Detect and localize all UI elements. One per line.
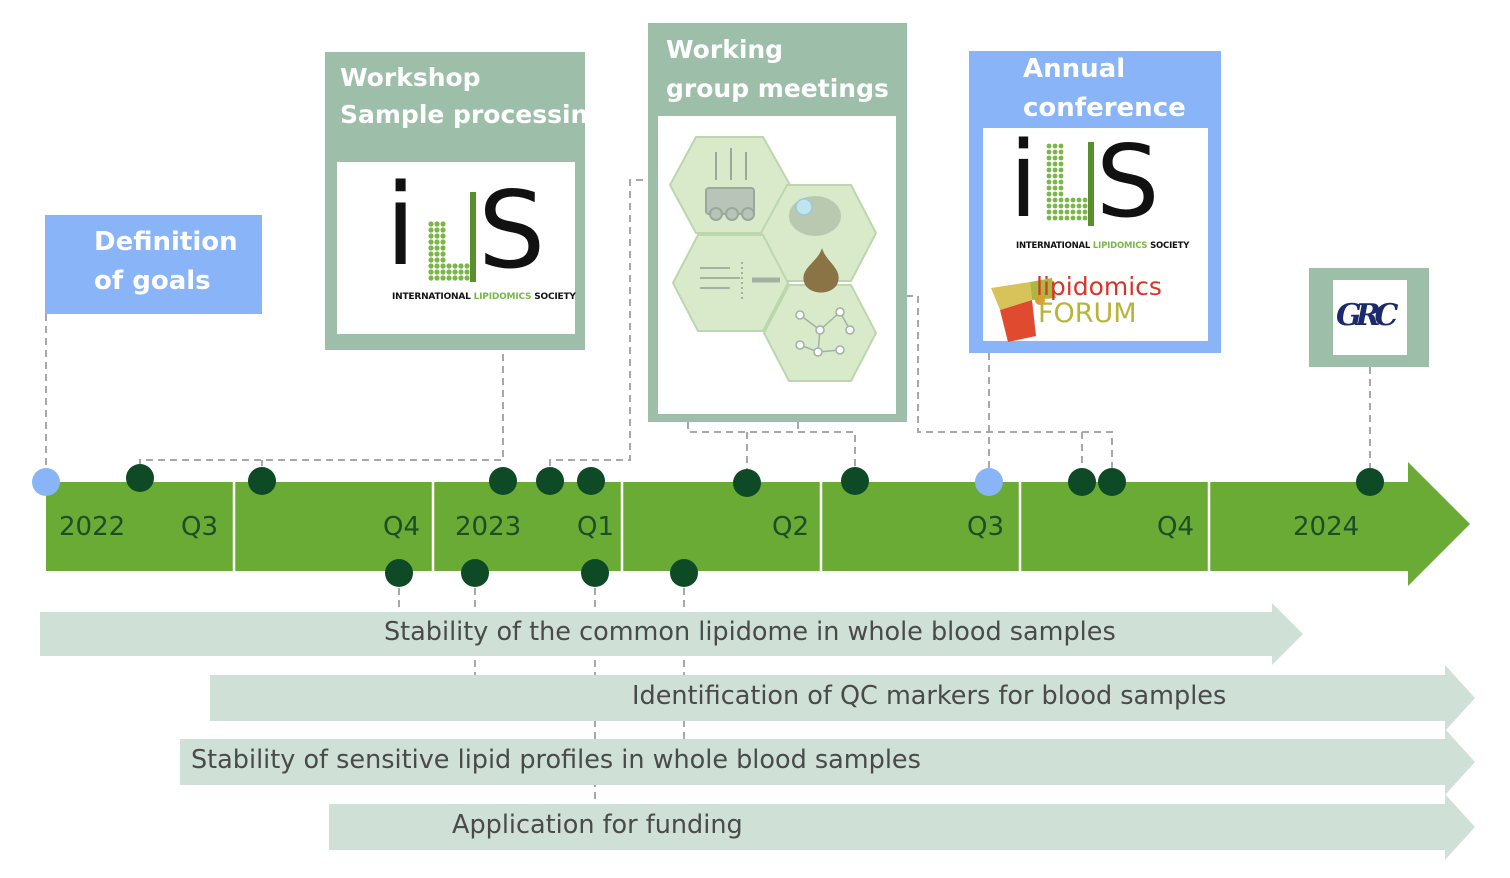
- milestone: [841, 467, 869, 495]
- conference-title: Annual conference: [1023, 50, 1186, 128]
- timeline-label-q1: Q1: [577, 512, 615, 542]
- ils-bar-conference: [1088, 142, 1094, 226]
- ils-logo-subtitle: INTERNATIONAL LIPIDOMICS SOCIETY: [392, 292, 576, 302]
- timeline-label-2024: 2024: [1293, 512, 1360, 542]
- sample-prep-icon: [705, 148, 755, 221]
- grc-logo-panel: [1333, 280, 1407, 355]
- ils-bar-workshop: [470, 192, 476, 282]
- milestone-workshop: [489, 467, 517, 495]
- ils-sub-pre: INTERNATIONAL: [392, 292, 474, 302]
- timeline-label-q2: Q2: [772, 512, 810, 542]
- task-bar-1: [40, 603, 1303, 665]
- connector-working-group-left: [549, 179, 648, 478]
- task-bar-4: [329, 794, 1475, 860]
- conference-title-line1: Annual: [1023, 54, 1126, 84]
- blood-drop-icon: [789, 196, 841, 293]
- timeline-label-2022: 2022: [59, 512, 126, 542]
- hexagon-mass-spec: [671, 234, 790, 332]
- milestone-goals: [32, 468, 60, 496]
- milestone: [577, 467, 605, 495]
- milestone: [126, 464, 154, 492]
- workshop-title-line2: Sample processing: [340, 100, 607, 129]
- connector-working-group-right: [906, 295, 1113, 478]
- puzzle-icon: [991, 278, 1056, 342]
- milestone-conference: [975, 468, 1003, 496]
- ils-logo-letter-i: i: [385, 161, 417, 291]
- ils-sub-post-conference: SOCIETY: [1147, 241, 1190, 251]
- milestone: [1098, 468, 1126, 496]
- task-label-3: Stability of sensitive lipid profiles in…: [191, 745, 921, 775]
- hexagon-details: [700, 148, 855, 357]
- timeline-label-q3: Q3: [181, 512, 219, 542]
- mass-spec-icon: [700, 262, 780, 300]
- forum-logo-line1: lipidomics: [1036, 272, 1162, 301]
- timeline-label-q4b: Q4: [1157, 512, 1195, 542]
- task-label-1: Stability of the common lipidome in whol…: [384, 617, 1116, 647]
- ils-logo-letter-s-conference: S: [1096, 123, 1160, 240]
- milestone: [733, 469, 761, 497]
- timeline-label-q4: Q4: [383, 512, 421, 542]
- milestone: [536, 467, 564, 495]
- task-bar-2: [210, 665, 1475, 731]
- conference-title-line2: conference: [1023, 93, 1186, 123]
- milestone-grc: [1356, 468, 1384, 496]
- ils-sub-pre-conference: INTERNATIONAL: [1016, 241, 1093, 251]
- ils-logo-subtitle-conference: INTERNATIONAL LIPIDOMICS SOCIETY: [1016, 241, 1189, 251]
- goals-title-line2: of goals: [94, 266, 211, 296]
- task-label-2: Identification of QC markers for blood s…: [632, 681, 1227, 711]
- network-icon: [795, 307, 855, 357]
- task-bar-3: [180, 729, 1475, 795]
- milestone-task-1: [385, 559, 413, 587]
- milestone: [248, 467, 276, 495]
- milestone-task-4: [670, 559, 698, 587]
- working-group-title-line1: Working: [666, 35, 784, 64]
- timeline-label-q3b: Q3: [967, 512, 1005, 542]
- workshop-title-line1: Workshop: [340, 63, 481, 92]
- grc-logo: GRC: [1336, 298, 1398, 333]
- goals-title: Definition of goals: [94, 223, 238, 301]
- timeline-label-2023: 2023: [455, 512, 522, 542]
- ils-dots-workshop: [428, 221, 470, 281]
- workshop-title: Workshop Sample processing: [340, 59, 606, 133]
- ils-logo-letter-s: S: [478, 169, 546, 292]
- milestone-task-2: [461, 559, 489, 587]
- connector-working-group-bottom: [687, 422, 856, 478]
- milestone: [1068, 468, 1096, 496]
- task-label-4: Application for funding: [452, 810, 743, 840]
- working-group-title: Working group meetings: [666, 30, 889, 108]
- timeline-dividers: [232, 482, 1211, 571]
- workshop-logo-panel: [337, 162, 575, 334]
- ils-sub-green: LIPIDOMICS: [473, 292, 532, 302]
- working-group-title-line2: group meetings: [666, 74, 889, 103]
- goals-box: [45, 215, 262, 314]
- ils-sub-green-conference: LIPIDOMICS: [1092, 241, 1148, 251]
- forum-logo-line2: FORUM: [1038, 298, 1137, 329]
- ils-logo-letter-i-conference: i: [1009, 119, 1038, 241]
- ils-sub-post: SOCIETY: [531, 292, 576, 302]
- ils-dots-conference: [1046, 143, 1088, 221]
- milestones: [32, 464, 1384, 587]
- goals-title-line1: Definition: [94, 227, 238, 257]
- milestone-task-3: [581, 559, 609, 587]
